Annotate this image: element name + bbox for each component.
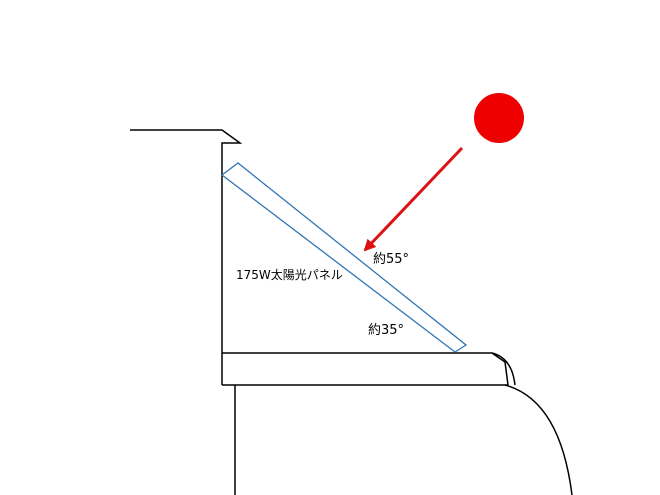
roof-eave-line [130, 129, 243, 385]
panel-label: 175W太陽光パネル [236, 267, 343, 282]
tilt-angle-label: 約35° [368, 323, 404, 338]
balcony-slab-line [222, 352, 509, 386]
building-structure [130, 129, 573, 495]
sun-angle-label: 約55° [373, 252, 409, 267]
sunlight-arrow-icon [363, 146, 464, 252]
slab-edge-curve [491, 352, 516, 386]
solar-panel [220, 162, 468, 353]
lower-curve-line [504, 384, 573, 495]
sun-circle-icon [474, 93, 524, 143]
